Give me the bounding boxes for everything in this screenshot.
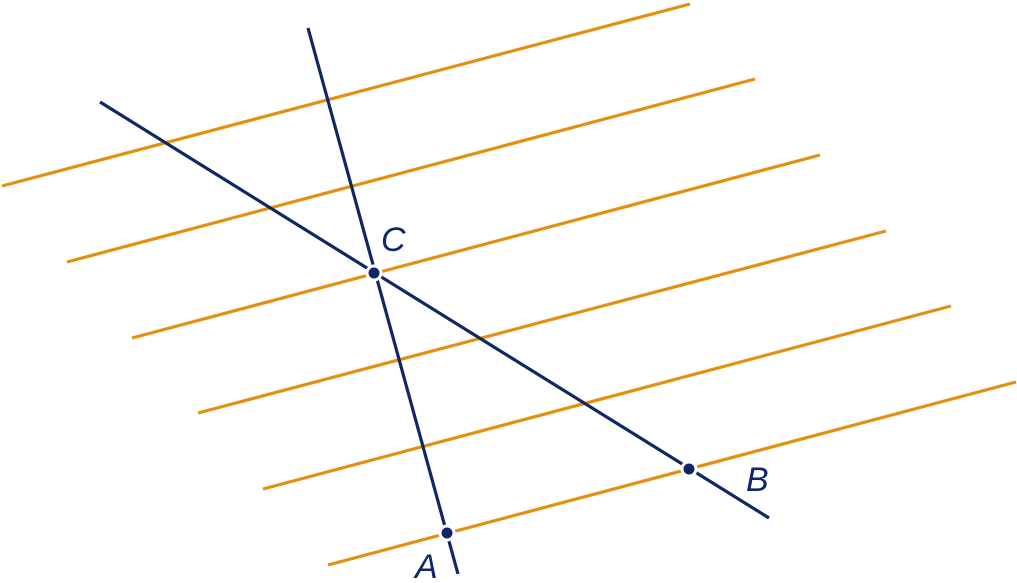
- parallel-line-3: [131, 153, 821, 340]
- parallel-line-2: [66, 77, 756, 264]
- transversal-line-ca: [306, 27, 460, 575]
- point-a: [438, 524, 456, 542]
- transversal-line-cb: [99, 100, 770, 520]
- parallel-line-4: [197, 229, 887, 415]
- point-label-a: A: [413, 548, 438, 583]
- point-c: [365, 264, 383, 282]
- points: [365, 264, 698, 542]
- point-label-b: B: [746, 461, 769, 499]
- transversal-lines: [99, 27, 770, 575]
- point-labels: C A B: [381, 221, 769, 583]
- point-b: [680, 460, 698, 478]
- parallel-lines: [1, 2, 1017, 567]
- point-label-c: C: [381, 221, 406, 259]
- parallel-line-1: [1, 2, 691, 188]
- parallel-line-5: [262, 304, 952, 491]
